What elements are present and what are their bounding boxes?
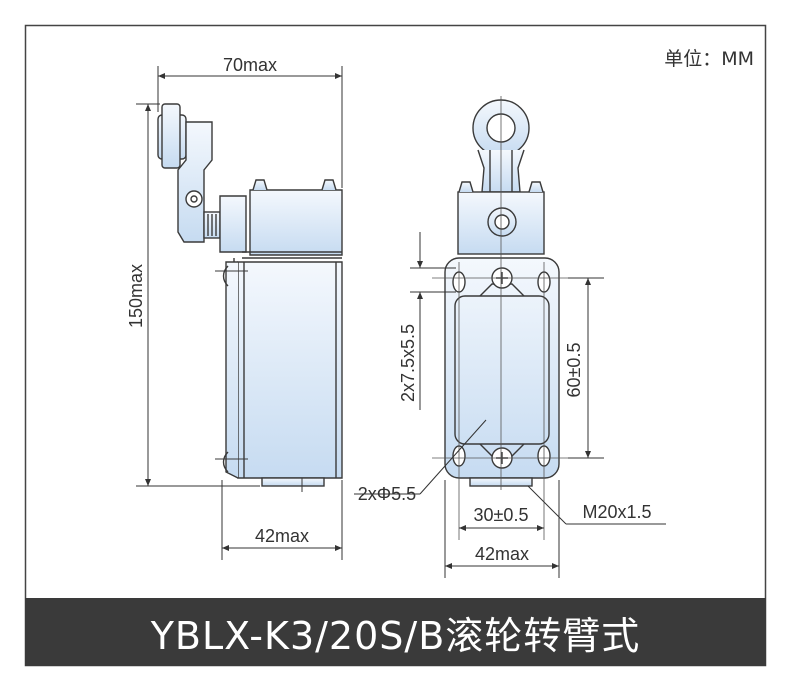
dimension-labels: 70max 150max 42max 2x7.5x5.5 60±0.5 2xΦ5… bbox=[126, 55, 652, 564]
dim-side-height: 150max bbox=[126, 264, 146, 328]
dim-hole-dia: 2xΦ5.5 bbox=[358, 484, 416, 504]
title-bar: YBLX-K3/20S/B滚轮转臂式 bbox=[25, 598, 766, 666]
product-title: YBLX-K3/20S/B滚轮转臂式 bbox=[150, 613, 641, 658]
dim-mount-height: 60±0.5 bbox=[564, 343, 584, 398]
roller-arm bbox=[157, 103, 221, 243]
side-dims bbox=[136, 66, 343, 560]
outer-frame bbox=[24, 24, 767, 667]
front-view bbox=[444, 99, 560, 487]
dim-mount-width: 30±0.5 bbox=[474, 505, 529, 525]
dim-hole-spacing: 2x7.5x5.5 bbox=[398, 324, 418, 402]
dim-front-width: 42max bbox=[475, 544, 529, 564]
dim-side-width: 70max bbox=[223, 55, 277, 75]
dim-side-depth: 42max bbox=[255, 526, 309, 546]
side-view bbox=[157, 103, 343, 492]
dim-thread: M20x1.5 bbox=[582, 502, 651, 522]
front-dims bbox=[354, 232, 666, 578]
front-centerlines bbox=[432, 96, 600, 540]
unit-label: 单位：MM bbox=[664, 48, 754, 70]
